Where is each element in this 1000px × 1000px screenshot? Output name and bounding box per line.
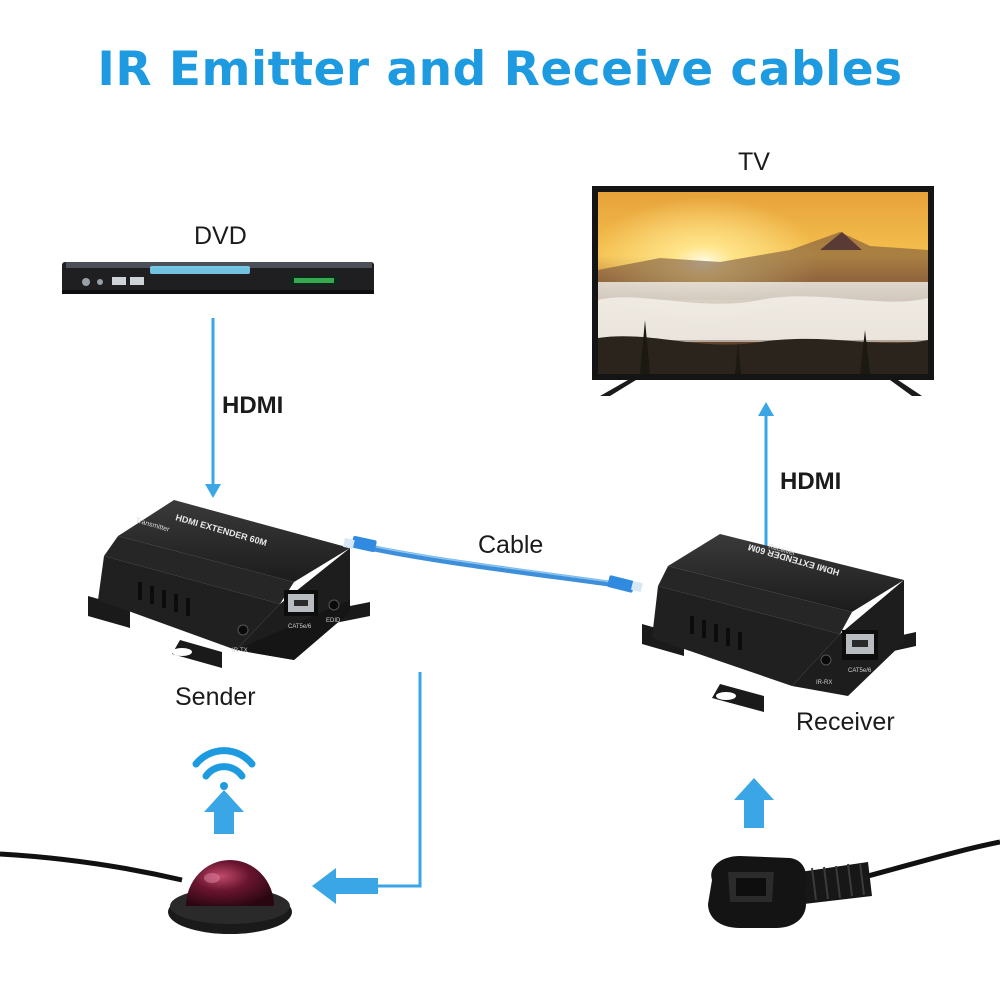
ir-return-arrow [312, 672, 422, 904]
hdmi-label-left: HDMI [222, 392, 284, 419]
ir-receiver-icon [708, 839, 1000, 928]
wireless-signal-icon [192, 747, 256, 790]
sender-port-edid-text: EDID [326, 618, 341, 624]
sender-device [88, 500, 370, 668]
tv-icon [592, 186, 934, 396]
hdmi-arrow-down [205, 318, 221, 498]
up-arrow-icon-right [734, 778, 774, 828]
receiver-port-cat-text: CAT5e/6 [848, 668, 872, 674]
up-arrow-icon [204, 790, 244, 834]
dvd-label: DVD [194, 222, 247, 250]
receiver-device [642, 534, 916, 712]
tv-label: TV [738, 148, 770, 176]
dvd-player-icon [62, 262, 374, 294]
receiver-port-ir-text: IR-RX [816, 680, 832, 686]
ir-emitter-icon [0, 851, 292, 934]
hdmi-arrow-up [758, 402, 774, 548]
cable-label: Cable [478, 531, 544, 559]
sender-label: Sender [175, 683, 256, 711]
receiver-label: Receiver [796, 708, 895, 736]
network-cable-icon [343, 536, 643, 593]
diagram-title: IR Emitter and Receive cables [97, 42, 903, 97]
sender-port-ir-text: IR-TX [232, 648, 248, 654]
hdmi-label-right: HDMI [780, 468, 842, 495]
sender-port-cat-text: CAT5e/6 [288, 624, 312, 630]
